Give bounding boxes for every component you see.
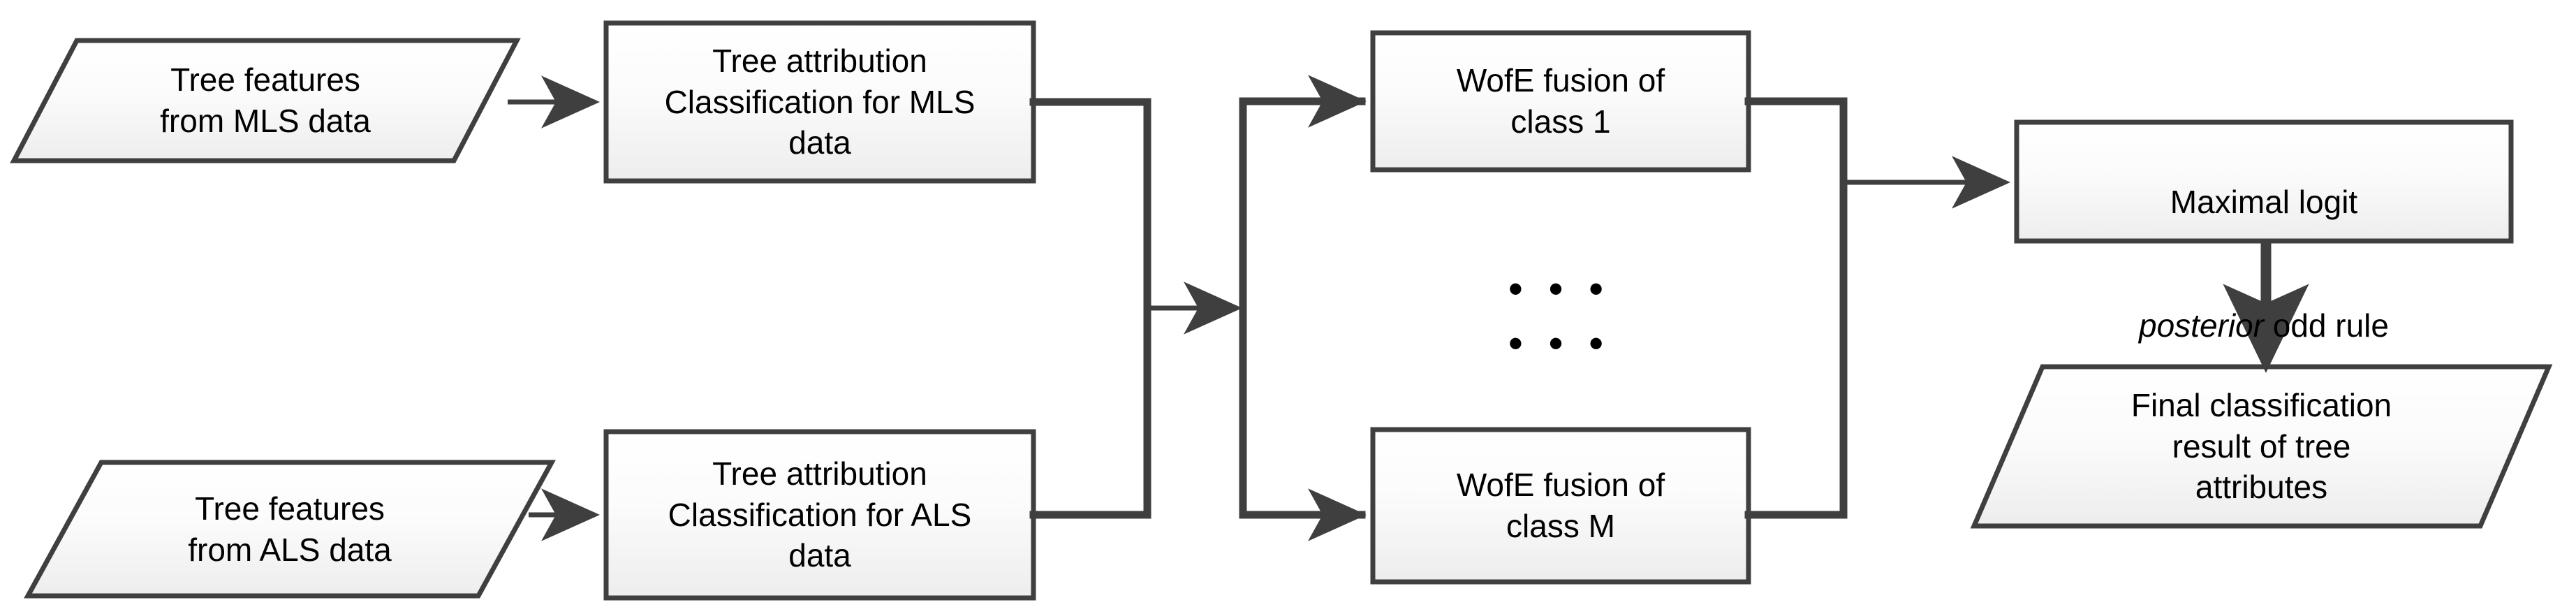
node-wofe-fusion-class-1 — [1370, 30, 1751, 173]
node-tree-features-mls — [10, 38, 521, 163]
connector-split-bus — [1239, 97, 1366, 519]
node-tree-attribution-als — [603, 429, 1036, 601]
ellipsis-upper: • • • — [1508, 265, 1611, 312]
node-final-classification-result — [1970, 364, 2553, 529]
node-wofe-fusion-class-m — [1370, 427, 1751, 585]
node-tree-attribution-mls — [603, 20, 1036, 184]
connector-fusion-merge-bus — [1744, 97, 1848, 519]
node-maximal-logit-rule — [2014, 119, 2514, 244]
ellipsis-lower: • • • — [1508, 320, 1611, 367]
node-tree-features-als — [24, 460, 556, 599]
connector-classifiers-merge-bus — [1029, 98, 1151, 519]
